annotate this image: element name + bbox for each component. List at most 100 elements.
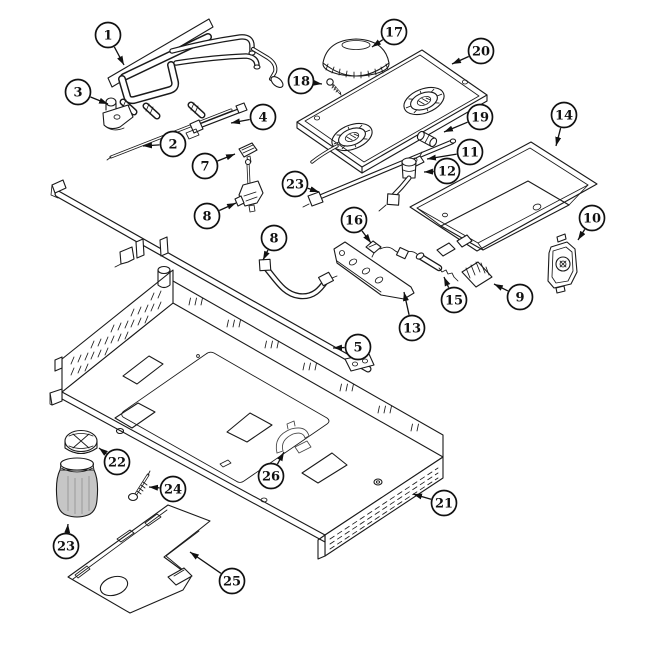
callout-number: 24 bbox=[164, 483, 182, 498]
callout-number: 5 bbox=[353, 341, 362, 356]
callout-23: 23 bbox=[281, 170, 320, 198]
drip-tray bbox=[409, 141, 598, 257]
callout-balloon bbox=[257, 462, 285, 490]
callout-balloon bbox=[466, 103, 494, 131]
callout-4: 4 bbox=[230, 103, 277, 131]
callout-balloon bbox=[456, 138, 484, 166]
callout-23: 23 bbox=[52, 523, 80, 560]
burner-box bbox=[49, 269, 444, 560]
callout-25: 25 bbox=[189, 551, 246, 595]
callout-number: 26 bbox=[262, 470, 280, 485]
callout-7: 7 bbox=[191, 152, 236, 180]
callout-number: 13 bbox=[403, 322, 421, 337]
callout-number: 12 bbox=[438, 165, 456, 180]
callout-balloon bbox=[578, 204, 606, 232]
ignitor-bracket bbox=[333, 241, 415, 300]
callout-balloon bbox=[380, 18, 408, 46]
callout-leader-arrow bbox=[113, 46, 125, 66]
shield-screw bbox=[127, 470, 151, 502]
callout-number: 17 bbox=[385, 26, 403, 41]
wire-clip bbox=[365, 240, 382, 258]
callout-balloon bbox=[94, 21, 122, 49]
cooktop-panel bbox=[296, 49, 488, 174]
callout-18: 18 bbox=[287, 67, 323, 95]
callout-balloon bbox=[440, 286, 468, 314]
callout-16: 16 bbox=[340, 206, 372, 244]
sealant-cap bbox=[64, 429, 98, 455]
callout-9: 9 bbox=[493, 283, 534, 311]
callout-leader-arrow bbox=[307, 186, 320, 193]
callout-balloon bbox=[398, 314, 426, 342]
callout-number: 18 bbox=[292, 75, 310, 90]
right-burner-opening bbox=[403, 86, 445, 116]
callout-12: 12 bbox=[423, 157, 461, 185]
callout-8: 8 bbox=[260, 224, 288, 261]
callout-19: 19 bbox=[443, 103, 494, 133]
callout-leader-arrow bbox=[64, 523, 71, 534]
callout-leader-arrow bbox=[451, 55, 469, 65]
callout-balloon bbox=[433, 157, 461, 185]
callout-balloon bbox=[52, 532, 80, 560]
callout-leader-arrow bbox=[142, 142, 160, 149]
callout-26: 26 bbox=[257, 451, 285, 490]
callout-leader-arrow bbox=[90, 96, 109, 105]
callout-balloon bbox=[159, 130, 187, 158]
callout-leader-arrow bbox=[555, 127, 562, 147]
callout-number: 9 bbox=[515, 291, 524, 306]
callout-leader-arrow bbox=[262, 249, 270, 261]
callout-leader-arrow bbox=[98, 447, 108, 456]
callout-number: 3 bbox=[73, 86, 82, 101]
callout-balloon bbox=[506, 283, 534, 311]
bottom-shield bbox=[67, 504, 211, 614]
callout-balloon bbox=[281, 170, 309, 198]
callout-leader-arrow bbox=[148, 484, 160, 491]
callout-number: 8 bbox=[269, 232, 278, 247]
callout-balloon bbox=[64, 78, 92, 106]
callout-8: 8 bbox=[193, 202, 237, 230]
flex-tube bbox=[302, 138, 457, 208]
callout-leader-arrow bbox=[371, 39, 384, 48]
callout-22: 22 bbox=[98, 447, 131, 476]
callout-leader-arrow bbox=[219, 202, 237, 212]
callout-number: 22 bbox=[108, 456, 126, 471]
callout-number: 14 bbox=[555, 109, 573, 124]
shield-strip bbox=[461, 261, 493, 288]
callout-balloon bbox=[550, 101, 578, 129]
callout-24: 24 bbox=[148, 475, 187, 503]
callout-number: 15 bbox=[445, 294, 463, 309]
burner-cap bbox=[322, 38, 390, 79]
callout-leader-arrow bbox=[412, 493, 432, 500]
callout-leader-arrow bbox=[276, 451, 285, 465]
callout-14: 14 bbox=[550, 101, 578, 147]
callout-leader-arrow bbox=[361, 230, 372, 244]
ignitor bbox=[415, 252, 459, 282]
callout-number: 16 bbox=[345, 214, 363, 229]
callout-10: 10 bbox=[577, 204, 606, 241]
callout-number: 23 bbox=[57, 540, 75, 555]
callout-balloon bbox=[340, 206, 368, 234]
callout-balloon bbox=[467, 37, 495, 65]
callout-number: 21 bbox=[435, 497, 453, 512]
callout-leader-arrow bbox=[443, 276, 451, 288]
callout-17: 17 bbox=[371, 18, 408, 48]
callout-balloon bbox=[193, 202, 221, 230]
callout-balloon bbox=[344, 333, 372, 361]
gas-valve bbox=[234, 158, 264, 213]
callout-number: 25 bbox=[223, 575, 241, 590]
callout-number: 7 bbox=[200, 160, 209, 175]
callout-number: 1 bbox=[103, 29, 112, 44]
clip-box bbox=[238, 142, 258, 164]
callout-21: 21 bbox=[412, 489, 458, 517]
callout-leader-arrow bbox=[312, 79, 323, 86]
callout-balloon bbox=[191, 152, 219, 180]
callout-number: 23 bbox=[286, 178, 304, 193]
callout-13: 13 bbox=[398, 291, 426, 342]
callout-leader-arrow bbox=[426, 153, 457, 161]
elbow-fitting bbox=[378, 157, 417, 212]
callout-leader-arrow bbox=[443, 121, 468, 133]
callout-number: 11 bbox=[461, 146, 479, 161]
callout-2: 2 bbox=[142, 130, 187, 158]
spark-module bbox=[547, 233, 578, 294]
